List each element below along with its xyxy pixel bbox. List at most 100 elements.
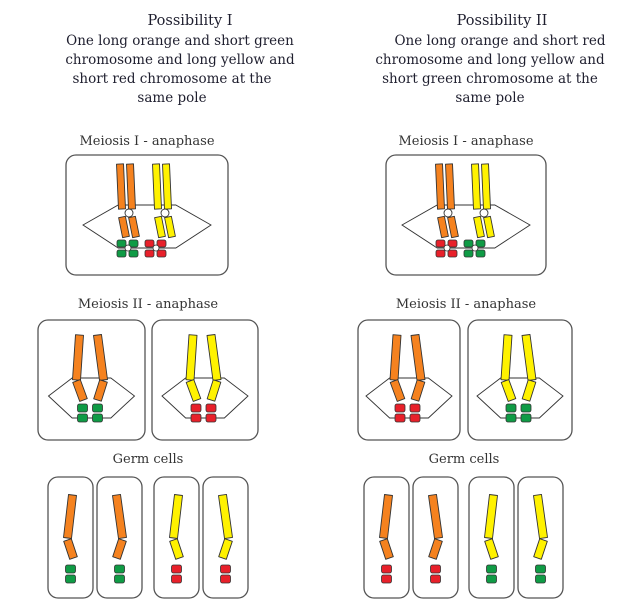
- long-chromatid: [218, 493, 233, 540]
- long-chromatid: [152, 163, 162, 210]
- short-chromatid-top: [116, 239, 127, 248]
- germ-cell: [363, 476, 410, 599]
- short-chromatid-bottom: [116, 249, 127, 258]
- long-chromatid-lower: [447, 215, 459, 239]
- short-chromatid-top: [156, 239, 167, 248]
- long-chromatid-lower: [128, 215, 140, 239]
- short-chromatid-bottom: [486, 574, 497, 584]
- long-chromatid: [72, 334, 84, 381]
- long-chromatid-lower: [473, 215, 485, 239]
- centromere: [160, 208, 170, 218]
- long-chromatid: [533, 493, 548, 540]
- short-chromatid-bottom: [430, 574, 441, 584]
- meiosis-2-label-right: Meiosis II - anaphase: [395, 297, 537, 312]
- possibility-2-description-line: One long orange and short red: [394, 33, 606, 49]
- long-chromatid-lower: [483, 215, 495, 239]
- long-chromatid-lower: [533, 538, 548, 560]
- long-chromatid: [126, 163, 136, 210]
- short-chromatid-bottom: [190, 413, 202, 423]
- short-chromatid-bottom: [128, 249, 139, 258]
- long-chromatid: [484, 494, 498, 539]
- long-chromatid-lower: [118, 215, 130, 239]
- possibility-2-description-line: chromosome and long yellow and: [375, 52, 605, 68]
- meiosis-1-cell: [385, 154, 547, 276]
- short-chromatid-bottom: [447, 249, 458, 258]
- short-chromatid-top: [505, 403, 517, 413]
- long-chromatid: [435, 163, 445, 210]
- short-centromere: [471, 244, 479, 252]
- short-chromatid-top: [486, 564, 497, 574]
- long-chromatid: [379, 494, 393, 539]
- short-chromatid-bottom: [77, 413, 88, 423]
- short-chromatid-top: [114, 564, 125, 574]
- long-chromatid-lower: [154, 215, 166, 239]
- short-chromatid-top: [205, 403, 217, 413]
- long-chromatid: [185, 334, 198, 381]
- short-chromatid-bottom: [463, 249, 474, 258]
- germ-cell: [517, 476, 564, 599]
- short-chromatid-top: [128, 239, 139, 248]
- short-chromatid-top: [220, 564, 231, 574]
- long-chromatid-lower: [93, 379, 108, 402]
- meiosis-2-cell: [37, 319, 146, 441]
- long-chromatid: [481, 163, 491, 210]
- short-centromere: [443, 244, 451, 252]
- possibility-1-description-line: chromosome and long yellow and: [65, 52, 295, 68]
- centromere: [479, 208, 489, 218]
- germ-cell: [202, 476, 249, 599]
- short-chromatid-bottom: [505, 413, 517, 423]
- meiosis-2-label-left: Meiosis II - anaphase: [77, 297, 219, 312]
- short-chromatid-top: [171, 564, 182, 574]
- centromere: [124, 208, 134, 218]
- long-chromatid-lower: [185, 379, 202, 402]
- possibility-2-title: Possibility II: [456, 13, 548, 29]
- short-chromatid-bottom: [114, 574, 125, 584]
- centromere: [443, 208, 453, 218]
- long-chromatid: [169, 494, 183, 539]
- germ-cell: [412, 476, 459, 599]
- short-chromatid-top: [92, 403, 103, 413]
- long-chromatid-lower: [410, 379, 426, 402]
- possibility-1-description-line: One long orange and short green: [66, 33, 294, 49]
- short-chromatid-bottom: [92, 413, 103, 423]
- germ-cell: [47, 476, 94, 599]
- long-chromatid-lower: [112, 538, 127, 560]
- spindle-fiber: [161, 377, 249, 419]
- long-chromatid-lower: [169, 538, 184, 560]
- long-chromatid: [471, 163, 481, 210]
- long-chromatid: [93, 334, 108, 381]
- germ-cell: [153, 476, 200, 599]
- long-chromatid-lower: [206, 379, 222, 402]
- long-chromatid-lower: [500, 379, 517, 402]
- short-chromatid-top: [463, 239, 474, 248]
- short-chromatid-bottom: [220, 574, 231, 584]
- possibility-2-description-line: same pole: [455, 90, 525, 106]
- short-chromatid-top: [520, 403, 532, 413]
- long-chromatid-lower: [164, 215, 176, 239]
- short-chromatid-bottom: [475, 249, 486, 258]
- long-chromatid-lower: [218, 538, 233, 560]
- long-chromatid: [63, 494, 77, 539]
- meiosis-2-cell: [467, 319, 573, 441]
- short-chromatid-top: [409, 403, 421, 413]
- possibility-2-description-line: short green chromosome at the: [382, 71, 598, 87]
- possibility-1-description-line: same pole: [137, 90, 207, 106]
- long-chromatid: [206, 334, 222, 381]
- short-chromatid-bottom: [205, 413, 217, 423]
- long-chromatid-lower: [428, 538, 443, 560]
- meiosis-2-cell: [151, 319, 259, 441]
- long-chromatid-lower: [72, 379, 88, 402]
- spindle-fiber: [476, 377, 564, 419]
- short-chromatid-top: [394, 403, 406, 413]
- long-chromatid-lower: [389, 379, 406, 402]
- long-chromatid-lower: [437, 215, 449, 239]
- short-chromatid-top: [447, 239, 458, 248]
- short-chromatid-top: [475, 239, 486, 248]
- short-chromatid-bottom: [171, 574, 182, 584]
- short-chromatid-top: [144, 239, 155, 248]
- meiosis-1-cell: [65, 154, 229, 276]
- short-chromatid-top: [77, 403, 88, 413]
- germ-cell: [96, 476, 143, 599]
- short-chromatid-bottom: [394, 413, 406, 423]
